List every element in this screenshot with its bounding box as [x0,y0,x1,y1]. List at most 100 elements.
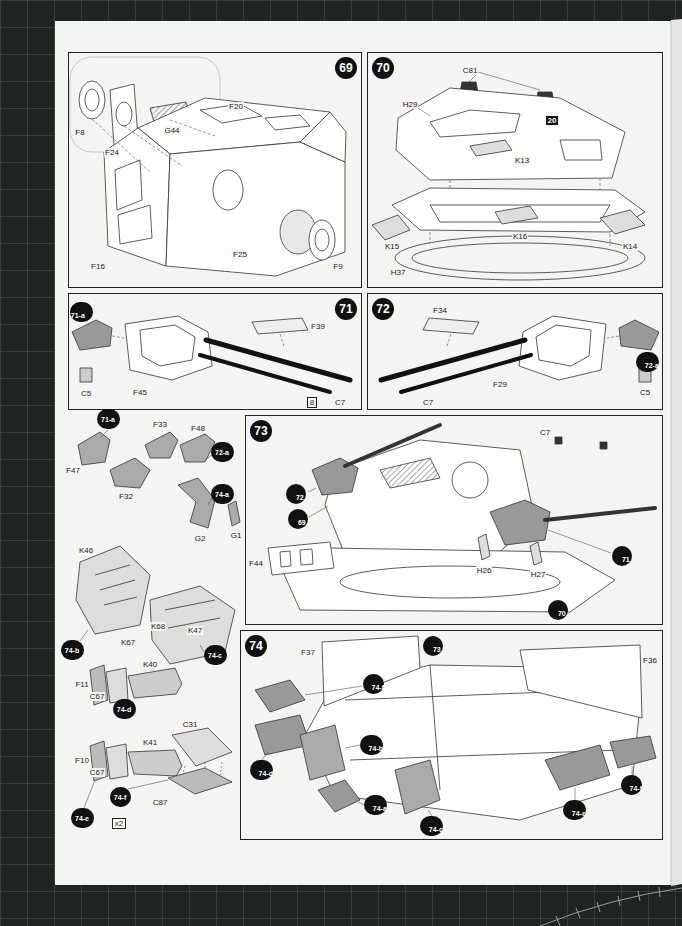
line-art [325,440,535,565]
callout-circle: 72-a [211,442,234,462]
line-art [106,744,128,779]
line-art [79,81,105,119]
part-label: F37 [300,648,316,657]
line-art [76,546,150,634]
line-art [520,645,642,718]
part-label: C7 [334,398,346,407]
line-art [262,686,632,816]
line-art [478,534,490,560]
callout-circle: 74-f [621,775,642,795]
callout-number: 74-a [373,805,387,812]
callout-circle: 74-e [563,800,586,820]
part-label: F25 [232,250,248,259]
line-art [70,57,659,820]
line-art [452,462,488,498]
part-label: C81 [462,66,479,75]
callout-circle: 71 [612,546,632,566]
callout-circle: 74-e [71,808,94,828]
callout-circle: 74-c [420,816,443,836]
line-art [556,887,660,926]
line-art [165,600,220,628]
part-label: F45 [132,388,148,397]
part-label: F20 [228,102,244,111]
line-art [150,586,235,664]
line-art [78,432,110,465]
line-art [555,437,562,444]
callout-circle: 72-a [636,352,659,372]
part-label: F11 [74,680,89,689]
line-art [255,680,305,712]
callout-number: 71 [622,556,630,563]
callout-number: 71-a [71,312,85,319]
line-art [168,768,232,794]
callout-circle: 69 [288,509,308,529]
part-label: F8 [74,128,85,137]
line-art [309,220,335,260]
step-panel: 747374-f74-d74-b74-a74-c74-e74-f [240,630,663,840]
line-art [183,762,222,775]
callout-number: 73 [433,646,441,653]
line-art [110,458,150,488]
part-label: C67 [89,768,106,777]
callout-circle: 74-d [113,699,136,719]
line-art [412,243,628,273]
line-art [600,442,607,449]
part-label: K67 [120,638,136,647]
callout-number: 74-f [114,794,126,801]
part-label: K14 [622,242,638,251]
callout-number: 74-d [259,770,273,777]
callout-circle: 72 [286,484,306,504]
part-label: C7 [422,398,434,407]
part-label: F10 [74,756,90,765]
line-art [600,210,645,234]
line-art [671,21,672,885]
line-art [72,320,112,350]
callout-number: 74-b [65,647,79,654]
callout-number: 72 [296,494,304,501]
line-art [125,316,212,380]
line-art [560,140,602,160]
line-art [322,636,420,706]
callout-circle: 74-f [363,674,384,694]
line-art [308,488,611,553]
line-art [128,750,182,776]
callout-circle: 74-b [61,640,84,660]
part-label: H27 [530,570,547,579]
part-label: H26 [476,566,493,575]
step-number: 69 [335,57,357,79]
line-art [213,170,243,210]
part-label: G44 [163,126,180,135]
leader-lines [80,72,632,816]
line-art [268,542,334,575]
part-label: F29 [492,380,508,389]
line-art [104,128,170,266]
line-art [106,668,128,703]
line-art [495,206,538,224]
line-art [380,458,440,488]
part-label: F24 [104,148,120,157]
callout-number: 74-e [572,810,586,817]
paper-sheet [55,19,682,886]
callout-circle: 74-b [360,735,383,755]
part-label: C5 [639,388,651,397]
part-label: F32 [118,492,134,501]
part-label: H29 [402,100,419,109]
callout-circle: 74-d [250,760,273,780]
line-art [545,745,610,790]
part-label: K46 [78,546,94,555]
line-art [180,434,215,462]
part-label: C7 [539,428,551,437]
callout-number: 70 [558,610,566,617]
callout-number: 74-c [208,652,222,659]
part-label: K13 [514,156,530,165]
part-label: F47 [65,466,81,475]
callout-number: 74-e [75,815,89,822]
line-art [395,760,440,814]
step-panel: 7372697170 [245,415,663,625]
line-art [92,119,215,172]
line-art [115,160,142,210]
step-number: 71 [335,298,357,320]
